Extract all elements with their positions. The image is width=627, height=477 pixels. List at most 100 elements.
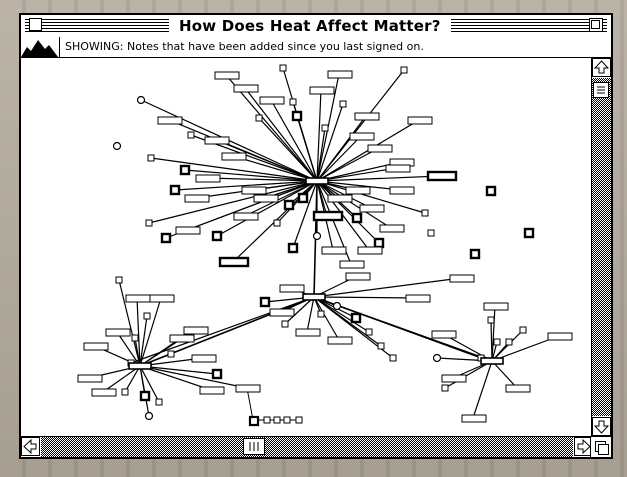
horizontal-scroll-thumb[interactable] xyxy=(243,438,265,455)
note-square[interactable] xyxy=(147,154,155,162)
note-rect[interactable] xyxy=(149,294,175,303)
note-circle[interactable] xyxy=(144,411,154,421)
note-circle[interactable] xyxy=(332,301,342,311)
note-rect[interactable] xyxy=(279,284,305,293)
note-square[interactable] xyxy=(145,219,153,227)
note-square[interactable] xyxy=(143,312,151,320)
note-square-bold[interactable] xyxy=(259,296,271,308)
note-rect[interactable] xyxy=(389,186,415,195)
mountain-icon[interactable] xyxy=(21,37,60,57)
note-square-bold[interactable] xyxy=(351,212,363,224)
note-rect[interactable] xyxy=(345,272,371,281)
note-square[interactable] xyxy=(131,334,139,342)
note-rect[interactable] xyxy=(199,386,225,395)
note-rect[interactable] xyxy=(105,328,131,337)
note-square[interactable] xyxy=(279,64,287,72)
note-rect[interactable] xyxy=(367,144,393,153)
hub-note[interactable] xyxy=(128,362,152,370)
note-rect[interactable] xyxy=(327,336,353,345)
arrow-down-icon[interactable] xyxy=(592,417,611,436)
close-box-icon[interactable] xyxy=(29,18,42,31)
note-rect[interactable] xyxy=(345,186,371,195)
note-rect[interactable] xyxy=(385,164,411,173)
note-rect[interactable] xyxy=(449,274,475,283)
note-rect[interactable] xyxy=(184,194,210,203)
note-square[interactable] xyxy=(400,66,408,74)
note-rect[interactable] xyxy=(327,70,353,79)
note-rect-bold[interactable] xyxy=(426,170,458,182)
note-square-bold[interactable] xyxy=(283,199,295,211)
note-rect[interactable] xyxy=(354,112,380,121)
note-square[interactable] xyxy=(115,276,123,284)
note-square[interactable] xyxy=(317,310,325,318)
note-square-bold[interactable] xyxy=(179,164,191,176)
hub-note[interactable] xyxy=(302,293,326,301)
note-square-bold[interactable] xyxy=(350,312,362,324)
note-rect[interactable] xyxy=(183,326,209,335)
note-square[interactable] xyxy=(493,338,501,346)
note-square-bold[interactable] xyxy=(160,232,172,244)
note-rect[interactable] xyxy=(235,384,261,393)
note-rect[interactable] xyxy=(125,294,151,303)
hub-note[interactable] xyxy=(480,357,504,365)
note-rect[interactable] xyxy=(204,136,230,145)
note-square-bold[interactable] xyxy=(485,185,497,197)
note-rect[interactable] xyxy=(214,71,240,80)
title-bar[interactable]: How Does Heat Affect Matter? xyxy=(21,15,611,39)
note-square[interactable] xyxy=(377,342,385,350)
note-rect[interactable] xyxy=(233,84,259,93)
note-map-canvas[interactable] xyxy=(21,58,591,436)
note-square[interactable] xyxy=(505,338,513,346)
note-square-bold[interactable] xyxy=(523,227,535,239)
horizontal-scrollbar[interactable] xyxy=(21,436,593,457)
note-rect[interactable] xyxy=(327,194,353,203)
note-rect[interactable] xyxy=(253,194,279,203)
arrow-left-icon[interactable] xyxy=(21,437,40,456)
note-network-graph[interactable] xyxy=(21,58,591,436)
note-square[interactable] xyxy=(289,98,297,106)
note-rect[interactable] xyxy=(407,116,433,125)
note-rect[interactable] xyxy=(379,224,405,233)
note-square[interactable] xyxy=(441,384,449,392)
note-rect[interactable] xyxy=(233,212,259,221)
note-rect[interactable] xyxy=(157,116,183,125)
note-square[interactable] xyxy=(427,229,435,237)
note-rect[interactable] xyxy=(321,246,347,255)
note-square[interactable] xyxy=(365,328,373,336)
note-rect[interactable] xyxy=(195,174,221,183)
note-rect[interactable] xyxy=(241,186,267,195)
note-rect[interactable] xyxy=(349,132,375,141)
note-rect[interactable] xyxy=(309,86,335,95)
vertical-scrollbar[interactable] xyxy=(591,58,611,436)
note-square-bold[interactable] xyxy=(373,237,385,249)
note-circle[interactable] xyxy=(312,231,322,241)
note-rect[interactable] xyxy=(431,330,457,339)
note-square-bold[interactable] xyxy=(287,242,299,254)
note-square[interactable] xyxy=(167,350,175,358)
note-rect[interactable] xyxy=(505,384,531,393)
note-rect[interactable] xyxy=(269,308,295,317)
note-rect-bold[interactable] xyxy=(312,210,344,222)
vertical-scroll-thumb[interactable] xyxy=(593,82,609,98)
note-rect[interactable] xyxy=(83,342,109,351)
note-square[interactable] xyxy=(487,316,495,324)
note-rect[interactable] xyxy=(191,354,217,363)
note-square[interactable] xyxy=(389,354,397,362)
note-rect-bold[interactable] xyxy=(218,256,250,268)
note-square-bold[interactable] xyxy=(469,248,481,260)
note-square[interactable] xyxy=(248,415,260,427)
note-rect[interactable] xyxy=(359,204,385,213)
note-square[interactable] xyxy=(283,416,291,424)
note-square[interactable] xyxy=(187,131,195,139)
note-rect[interactable] xyxy=(221,152,247,161)
note-rect[interactable] xyxy=(405,294,431,303)
hub-note[interactable] xyxy=(305,177,329,185)
note-square-bold[interactable] xyxy=(291,110,303,122)
note-rect[interactable] xyxy=(77,374,103,383)
note-rect[interactable] xyxy=(295,328,321,337)
note-rect[interactable] xyxy=(357,246,383,255)
note-square[interactable] xyxy=(519,326,527,334)
note-square[interactable] xyxy=(273,219,281,227)
note-rect[interactable] xyxy=(169,334,195,343)
arrow-up-icon[interactable] xyxy=(592,58,611,77)
